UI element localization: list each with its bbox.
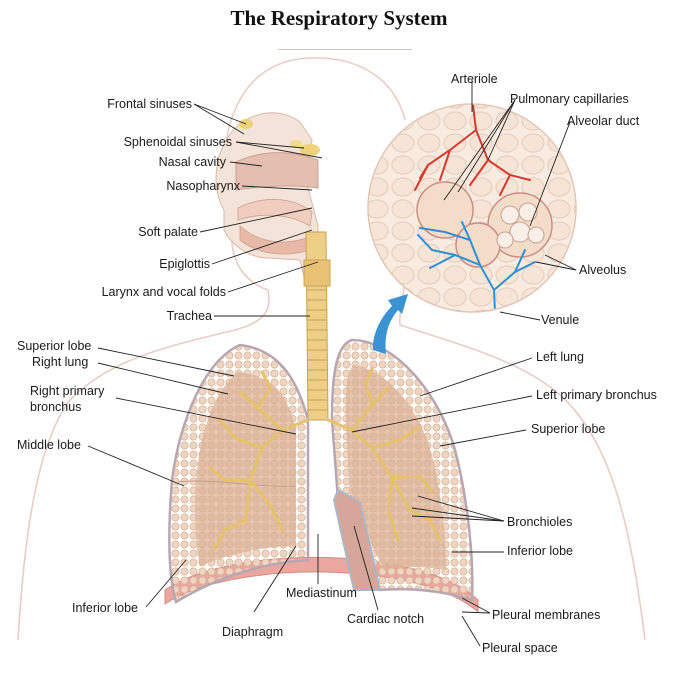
label-pleural-membranes: Pleural membranes [492, 608, 601, 622]
label-arteriole: Arteriole [451, 72, 498, 86]
label-nasopharynx: Nasopharynx [166, 179, 240, 193]
label-right-primary-bronchus-1: Right primary [30, 384, 105, 398]
left-lung-drawing [326, 338, 474, 602]
label-alveolar-duct: Alveolar duct [567, 114, 640, 128]
label-right-primary-bronchus-2: bronchus [30, 400, 82, 414]
label-bronchioles: Bronchioles [507, 515, 573, 529]
page-title: The Respiratory System [230, 6, 448, 30]
leader-lines [87, 80, 577, 647]
label-inferior-lobe-right: Inferior lobe [72, 601, 139, 615]
title-divider [278, 49, 412, 50]
label-left-primary-bronchus: Left primary bronchus [536, 388, 657, 402]
label-frontal-sinuses: Frontal sinuses [107, 97, 192, 111]
label-superior-lobe-right: Superior lobe [17, 339, 92, 353]
label-epiglottis: Epiglottis [159, 257, 210, 271]
trachea-drawing [303, 231, 331, 421]
label-diaphragm: Diaphragm [222, 625, 284, 639]
label-larynx-vocal-folds: Larynx and vocal folds [101, 285, 226, 299]
label-left-lung: Left lung [536, 350, 584, 364]
label-middle-lobe: Middle lobe [17, 438, 81, 452]
label-superior-lobe-left: Superior lobe [531, 422, 606, 436]
head-section [215, 112, 320, 286]
label-venule: Venule [541, 313, 580, 327]
zoom-arrow [372, 294, 408, 354]
label-pulmonary-capillaries: Pulmonary capillaries [510, 92, 629, 106]
label-cardiac-notch: Cardiac notch [347, 612, 425, 626]
label-mediastinum: Mediastinum [286, 586, 357, 600]
label-soft-palate: Soft palate [138, 225, 198, 239]
label-nasal-cavity: Nasal cavity [158, 155, 226, 169]
alveoli-zoom-circle [367, 103, 577, 313]
right-lung-drawing [168, 343, 310, 604]
label-right-lung: Right lung [32, 355, 89, 369]
label-sphenoidal-sinuses: Sphenoidal sinuses [123, 135, 232, 149]
label-trachea: Trachea [166, 309, 212, 323]
label-alveolus: Alveolus [579, 263, 627, 277]
label-pleural-space: Pleural space [482, 641, 558, 655]
label-inferior-lobe-left: Inferior lobe [507, 544, 574, 558]
